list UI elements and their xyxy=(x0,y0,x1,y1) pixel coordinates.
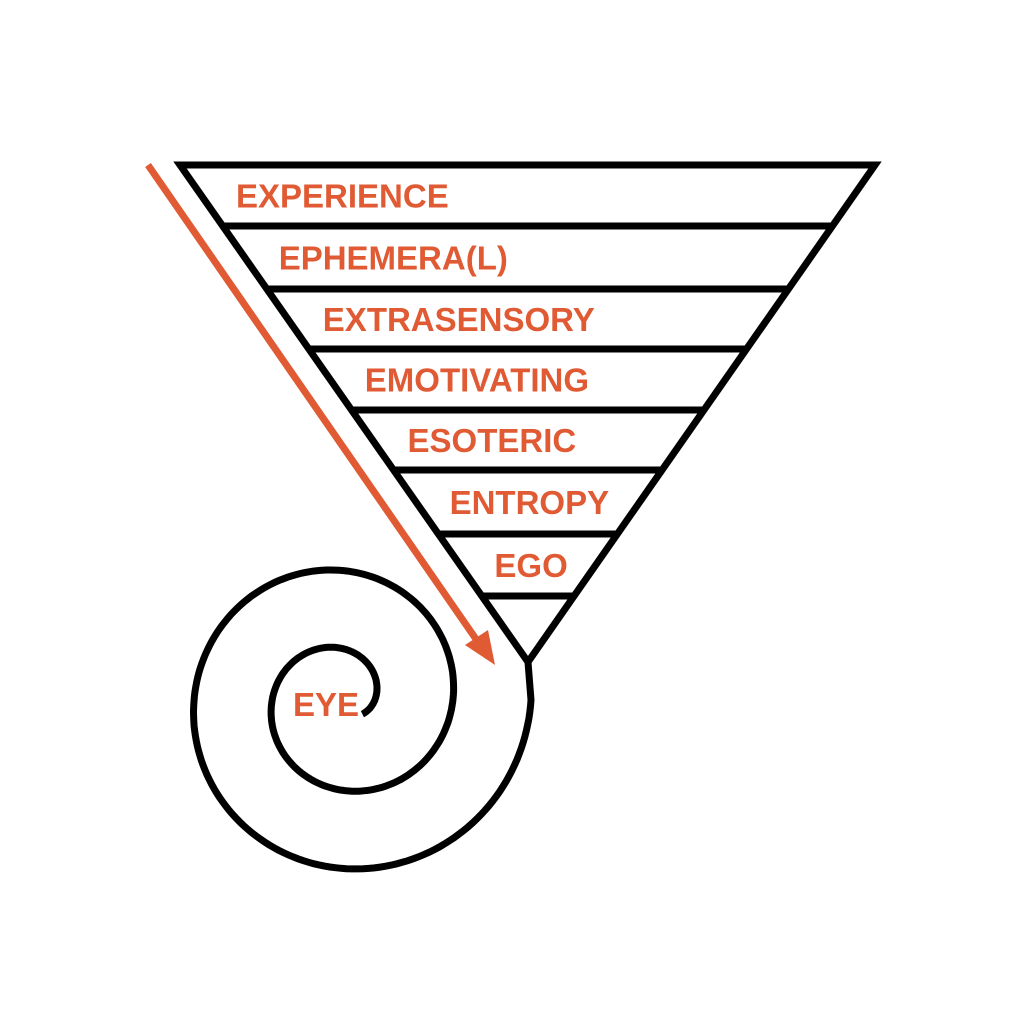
funnel-labels: EXPERIENCE EPHEMERA(L) EXTRASENSORY EMOT… xyxy=(236,178,609,585)
direction-arrow-shaft xyxy=(145,163,481,644)
spiral-center-label: EYE xyxy=(293,686,359,723)
layer-label-extrasensory: EXTRASENSORY xyxy=(323,301,595,338)
direction-arrow xyxy=(145,163,495,665)
layer-label-experience: EXPERIENCE xyxy=(236,178,449,215)
spiral xyxy=(189,566,535,873)
layer-label-entropy: ENTROPY xyxy=(450,484,610,521)
layer-label-ego: EGO xyxy=(494,547,567,584)
layer-label-emotivating: EMOTIVATING xyxy=(365,362,589,399)
funnel-dividers xyxy=(222,222,833,600)
direction-arrow-head xyxy=(465,630,495,665)
layer-label-ephemeral: EPHEMERA(L) xyxy=(279,240,508,277)
layer-label-esoteric: ESOTERIC xyxy=(408,422,577,459)
